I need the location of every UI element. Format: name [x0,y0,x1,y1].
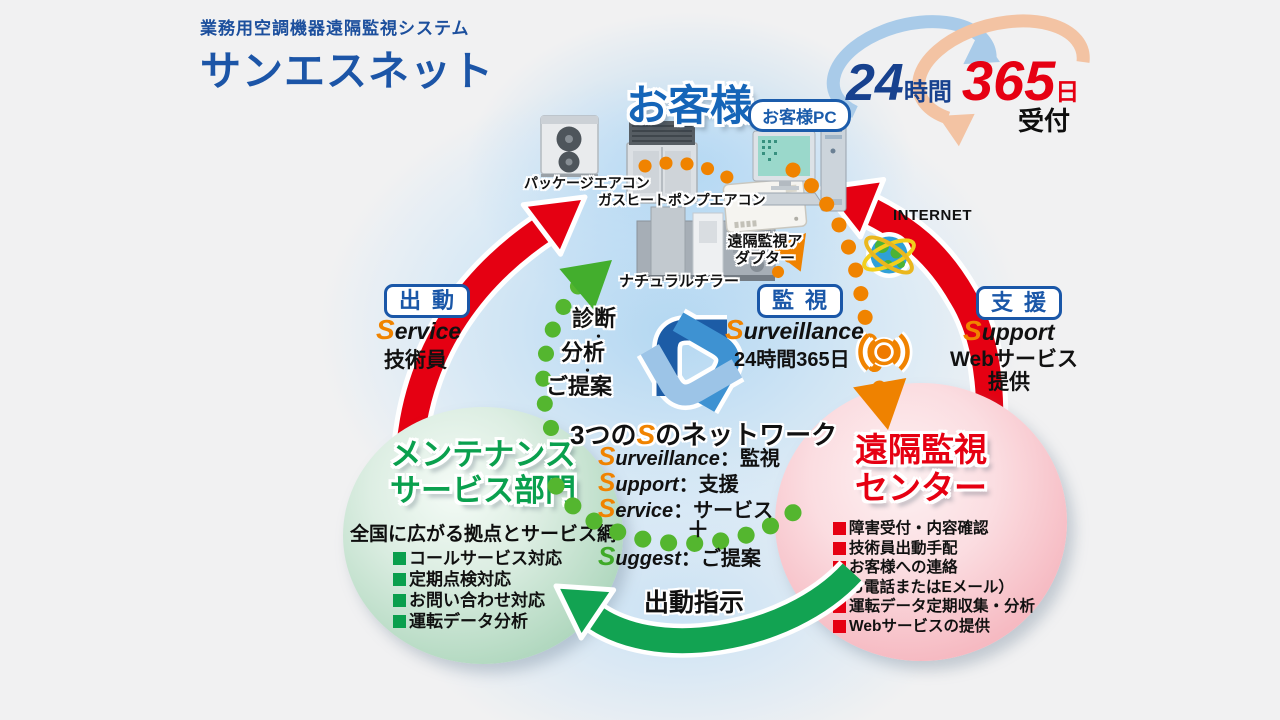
customer-title: お客様 [626,82,753,129]
square-bullet-icon [393,552,406,565]
list-item: お問い合わせ対応 [393,590,562,611]
list-item: コールサービス対応 [393,548,562,569]
green-dispatch-order-arrow [553,560,865,658]
days-number: 365 [961,49,1056,112]
globe-icon [862,232,916,278]
maintenance-dept-list: コールサービス対応 定期点検対応 お問い合わせ対応 運転データ分析 [393,548,562,632]
equipment-label-adapter: 遠隔監視アダプター [727,233,803,268]
cycle-arrows-icon [826,14,1090,147]
equipment-label-package-ac: パッケージエアコン [524,175,650,191]
maintenance-dept-title: メンテナンス サービス部門 [390,437,576,508]
equipment-label-ghp-ac: ガスヒートポンプエアコン [598,192,766,208]
list-item: （お電話またはEメール） [833,578,1014,596]
surveillance-desc: 24時間365日 [734,349,850,371]
network-title: 3つのSのネットワーク [570,419,838,450]
customer-pc-badge: お客様PC [748,99,851,132]
list-item: Webサービスの提供 [833,617,1035,637]
list-item: 障害受付・内容確認 [833,519,1035,539]
monitoring-center-title: 遠隔監視 センター [855,431,987,506]
brand-logo-text: サンエスネット [200,48,494,94]
square-bullet-icon [833,619,846,633]
triangle-pinwheel-logo [636,308,745,415]
diagnosis-item-2: 分析 [561,340,606,365]
hours-unit: 時間 [903,79,952,106]
support-word: Support [963,315,1055,346]
dispatch-badge: 出動 [384,284,471,318]
list-item: 技術員出動手配 [833,539,1035,559]
square-bullet-icon [393,615,406,628]
hours-number: 24 [846,54,904,112]
reception-label: 受付 [1018,106,1071,136]
list-item: 運転データ分析 [393,611,562,632]
brand-block: 業務用空調機器遠隔監視システム サンエスネット [200,14,494,97]
monitoring-center-list: 障害受付・内容確認 技術員出動手配 お客様への連絡 （お電話またはEメール） 運… [833,519,1035,636]
square-bullet-icon [833,541,846,555]
square-bullet-icon [393,594,406,607]
list-item: 定期点検対応 [393,569,562,590]
surveillance-word: Surveillance [725,314,864,345]
square-bullet-icon [393,573,406,586]
support-desc-line1: Webサービス [950,348,1078,371]
equipment-label-chiller: ナチュラルチラー [618,273,739,290]
wireless-signal-icon [855,331,913,373]
days-unit: 日 [1055,79,1080,106]
diagnosis-item-3: ご提案 [546,374,613,399]
maintenance-dept-subtitle: 全国に広がる拠点とサービス網 [349,524,617,545]
maintenance-dept-circle: メンテナンス サービス部門 全国に広がる拠点とサービス網 コールサービス対応 定… [343,407,623,664]
system-label: 業務用空調機器遠隔監視システム [200,19,470,38]
support-badge: 支援 [976,286,1063,320]
availability-block: 24 時間 365 日 [846,48,1079,113]
plus-sign: ＋ [686,517,709,542]
diagnosis-item-1: 診断 [572,306,617,331]
diagnosis-separator: ・ [581,363,595,378]
diagnosis-separator: ・ [592,329,606,344]
internet-label: INTERNET [893,207,972,224]
green-dotted-arc [547,477,817,553]
surveillance-badge: 監視 [757,284,844,318]
square-bullet-icon [833,522,846,536]
dispatch-desc: 技術員 [384,349,447,372]
dispatch-order-label: 出動指示 [644,589,745,617]
green-dotted-flow [535,260,612,436]
dispatch-service-word: Service [376,314,462,345]
package-ac-icon [540,115,599,177]
support-desc-line2: 提供 [988,371,1030,394]
